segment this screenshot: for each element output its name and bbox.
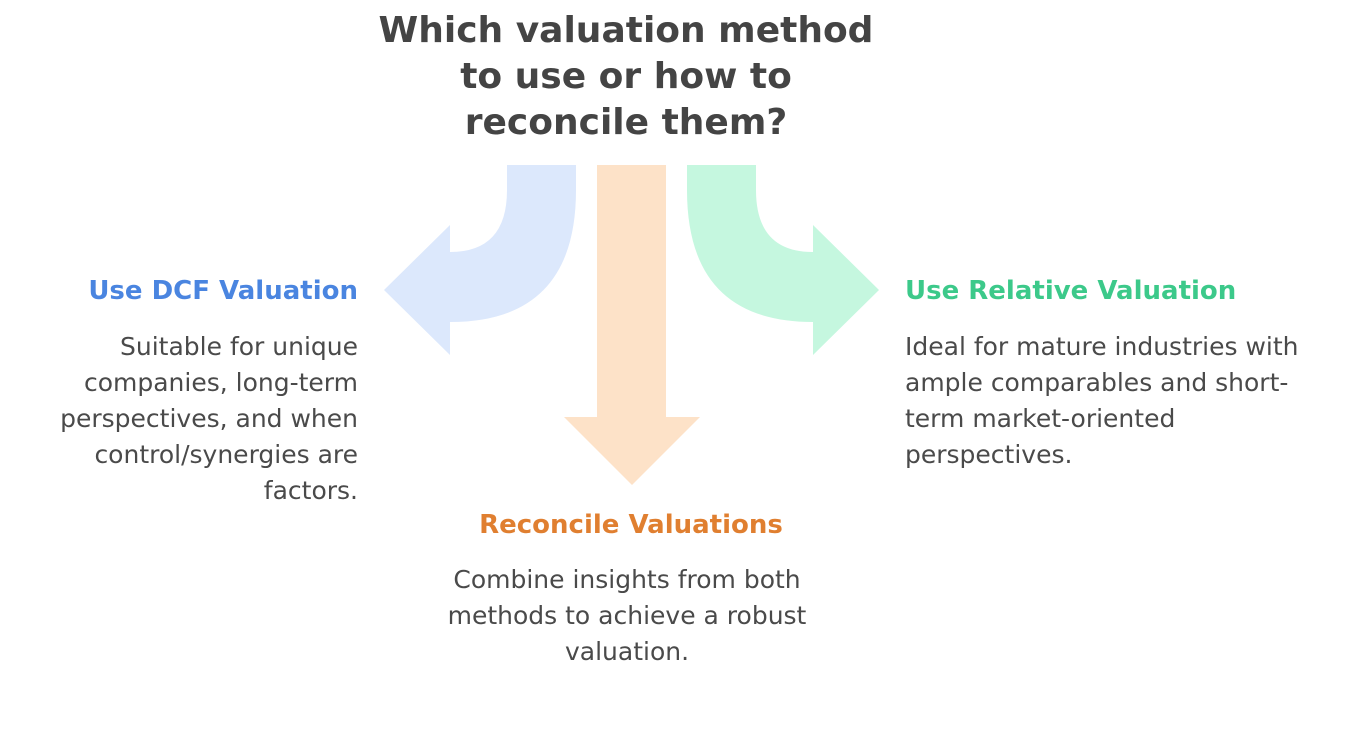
curved-arrow-left-icon [384,165,576,355]
option-heading-reconcile: Reconcile Valuations [479,510,783,540]
option-description-reconcile: Combine insights from both methods to ac… [447,565,807,666]
option-heading-relative: Use Relative Valuation [905,276,1237,306]
option-description-relative: Ideal for mature industries with ample c… [905,332,1299,469]
option-heading-dcf: Use DCF Valuation [88,276,358,306]
option-description-dcf: Suitable for unique companies, long-term… [60,332,358,505]
diagram-title: Which valuation method to use or how to … [378,10,874,143]
arrow-down-icon [564,165,700,485]
curved-arrow-right-icon [687,165,879,355]
